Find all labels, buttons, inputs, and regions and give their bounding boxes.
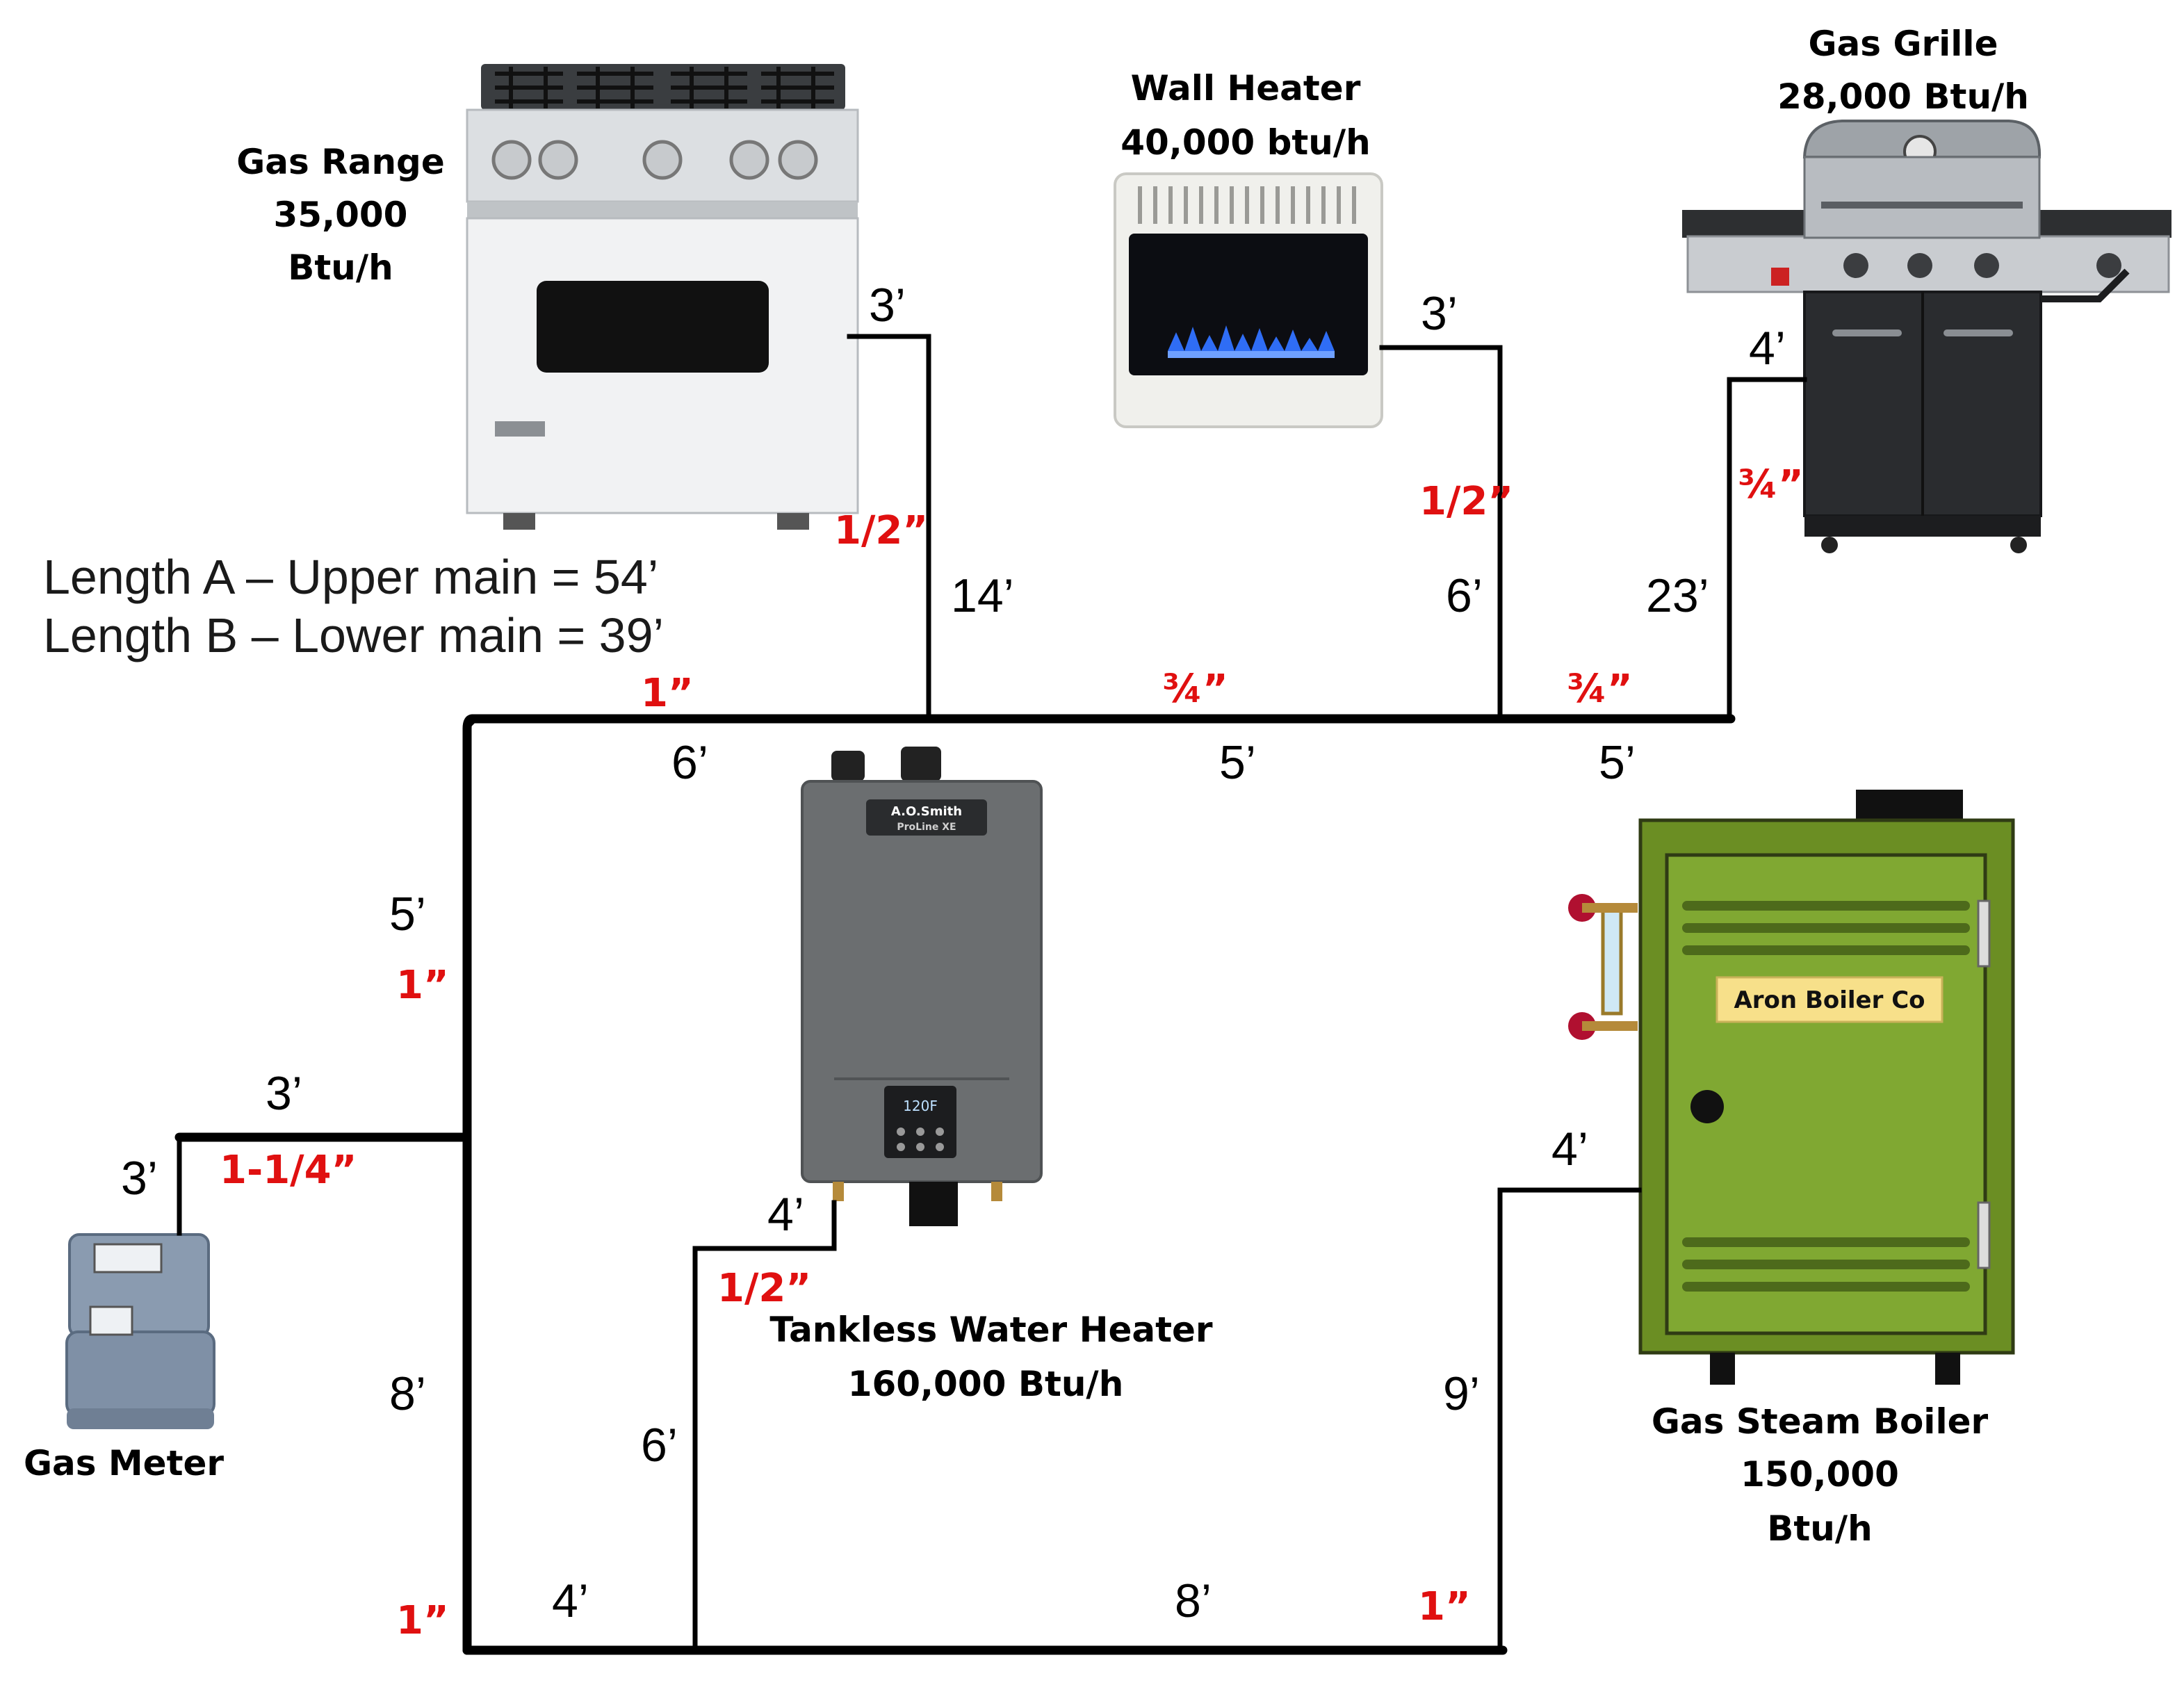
- gas-meter-label: Gas Meter: [24, 1443, 224, 1483]
- length-left-upper: 5’: [389, 888, 426, 941]
- size-upper-main-3: ¾”: [1567, 667, 1633, 712]
- grille-branch-pipe: [1727, 377, 1807, 722]
- length-b-note: Length B – Lower main = 39’: [43, 608, 664, 662]
- size-upper-main-2: ¾”: [1162, 667, 1228, 712]
- length-a-note: Length A – Upper main = 54’: [43, 550, 658, 604]
- gas-range-rating: 35,000: [274, 195, 408, 235]
- gas-range-label: Gas Range 35,000 Btu/h: [236, 142, 445, 288]
- gas-grille-label: Gas Grille 28,000 Btu/h: [1777, 24, 2029, 117]
- range-branch-pipe: [847, 334, 931, 722]
- length-upper-seg2: 5’: [1219, 736, 1256, 789]
- piping: [174, 334, 1807, 1655]
- wall-heater-image: [1114, 172, 1383, 428]
- tankless-water-heater-label: Tankless Water Heater 160,000 Btu/h: [769, 1310, 1213, 1404]
- gas-range-unit: Btu/h: [288, 247, 393, 288]
- length-meter-horizontal: 3’: [266, 1067, 302, 1120]
- size-heater-branch: 1/2”: [1419, 479, 1513, 524]
- boiler-unit: Btu/h: [1767, 1508, 1872, 1549]
- length-range-riser: 14’: [951, 569, 1014, 622]
- gas-grille-image: [1682, 120, 2171, 553]
- gas-meter-name: Gas Meter: [24, 1443, 224, 1483]
- gas-meter-image: [65, 1233, 215, 1429]
- water-heater-name: Tankless Water Heater: [769, 1310, 1213, 1350]
- length-left-lower: 8’: [389, 1367, 426, 1420]
- gas-steam-boiler-image: Aron Boiler Co: [1568, 790, 2015, 1385]
- size-whtr-branch: 1/2”: [717, 1266, 811, 1311]
- boiler-nameplate: Aron Boiler Co: [1734, 986, 1925, 1014]
- brand-label: A.O.Smith: [891, 804, 962, 819]
- length-whtr-riser: 6’: [641, 1419, 678, 1472]
- length-grille-top: 4’: [1749, 322, 1786, 375]
- boiler-name: Gas Steam Boiler: [1652, 1401, 1989, 1442]
- model-label: ProLine XE: [897, 822, 956, 833]
- pipe-sizes: 1/2” 1/2” ¾” 1” ¾” ¾” 1” 1-1/4” 1/2” 1” …: [220, 462, 1804, 1643]
- length-heater-riser: 6’: [1446, 569, 1483, 622]
- length-grille-riser: 23’: [1646, 569, 1709, 622]
- size-meter-line: 1-1/4”: [220, 1148, 357, 1193]
- wall-heater-rating: 40,000 btu/h: [1120, 122, 1371, 163]
- water-heater-display: 120F: [903, 1098, 938, 1114]
- gas-range-image: [466, 64, 859, 530]
- size-left-lower: 1”: [396, 1598, 449, 1643]
- gas-grille-name: Gas Grille: [1809, 24, 1998, 64]
- length-upper-seg3: 5’: [1599, 736, 1636, 789]
- length-range-top: 3’: [869, 279, 906, 332]
- length-meter-riser: 3’: [121, 1152, 158, 1205]
- size-range-branch: 1/2”: [834, 508, 928, 553]
- length-upper-seg1: 6’: [671, 736, 708, 789]
- boiler-rating: 150,000: [1741, 1454, 1899, 1495]
- left-main-pipe: [462, 714, 478, 1655]
- gas-grille-rating: 28,000 Btu/h: [1777, 76, 2029, 117]
- gas-range-name: Gas Range: [236, 142, 445, 182]
- length-whtr-top: 4’: [767, 1188, 804, 1241]
- length-heater-top: 3’: [1421, 287, 1458, 340]
- wall-heater-label: Wall Heater 40,000 btu/h: [1120, 68, 1371, 163]
- gas-steam-boiler-label: Gas Steam Boiler 150,000 Btu/h: [1652, 1401, 1989, 1549]
- size-grille-branch: ¾”: [1738, 462, 1804, 507]
- wall-heater-name: Wall Heater: [1131, 68, 1361, 108]
- pipe-lengths: 3’ 14’ 3’ 6’ 4’ 23’ 6’ 5’ 5’ 5’ 3’ 3’ 8’…: [121, 279, 1786, 1627]
- size-left-upper: 1”: [396, 963, 449, 1008]
- wall-heater-branch-pipe: [1379, 345, 1503, 722]
- upper-main-pipe: [464, 714, 1736, 728]
- length-lower-seg1: 4’: [552, 1574, 589, 1627]
- water-heater-rating: 160,000 Btu/h: [848, 1364, 1124, 1404]
- length-lower-seg2: 8’: [1175, 1574, 1212, 1627]
- water-heater-branch-pipe: [692, 1200, 837, 1653]
- tankless-water-heater-image: A.O.Smith ProLine XE 120F: [801, 747, 1043, 1226]
- size-upper-main-1: 1”: [641, 671, 694, 716]
- length-boiler-top: 4’: [1551, 1123, 1588, 1175]
- boiler-branch-pipe: [1497, 1187, 1642, 1653]
- length-boiler-riser: 9’: [1443, 1367, 1480, 1420]
- size-lower-right: 1”: [1418, 1584, 1471, 1629]
